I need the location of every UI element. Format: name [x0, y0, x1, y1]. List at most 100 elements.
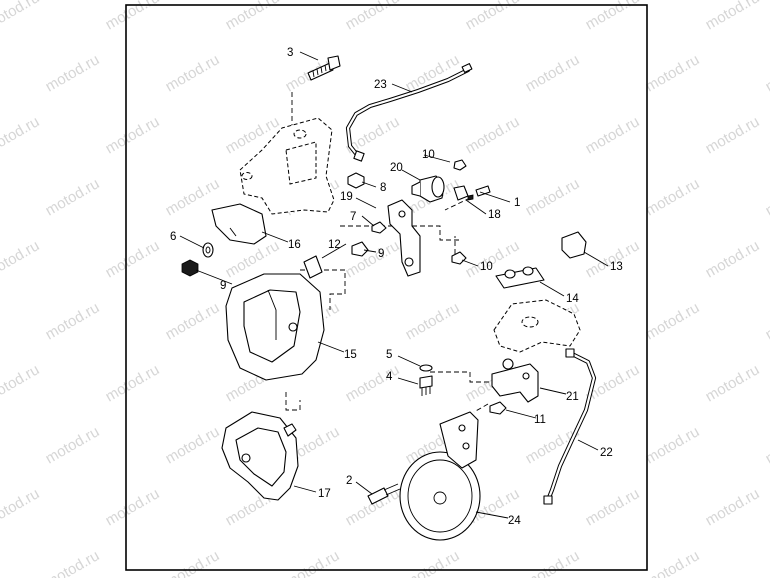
watermark-text: motod.ru: [763, 547, 770, 578]
watermark-text: motod.ru: [163, 423, 223, 467]
l-bracket-part-22: [491, 358, 539, 403]
callout-20: 19: [340, 191, 353, 203]
mounting-bracket-dashed: [239, 117, 335, 215]
callout-19: 18: [488, 209, 501, 221]
watermark-text: motod.ru: [163, 51, 223, 95]
callout-7: 7: [350, 211, 356, 223]
watermark-text: motod.ru: [583, 485, 643, 529]
watermark-text: motod.ru: [103, 237, 163, 281]
plate-bracket-part-20: [387, 199, 421, 277]
watermark-text: motod.ru: [763, 175, 770, 219]
watermark-text: motod.ru: [643, 175, 703, 219]
callout-17: 16: [288, 239, 301, 251]
wire-part-23: [543, 348, 597, 505]
callout-12: 11: [534, 414, 546, 426]
watermark-text: motod.ru: [43, 547, 103, 578]
bolt-part-4: [419, 375, 433, 396]
watermark-text: motod.ru: [703, 361, 763, 405]
callout-21: 20: [390, 162, 403, 174]
watermark-text: motod.ru: [103, 361, 163, 405]
watermark-text: motod.ru: [403, 547, 463, 578]
watermark-text: motod.ru: [103, 113, 163, 157]
horn-part-18: [221, 411, 299, 501]
watermark-text: motod.ru: [343, 237, 403, 281]
screw-part-1: [475, 185, 491, 197]
callout-4: 4: [386, 371, 393, 383]
callout-24: 23: [374, 79, 387, 91]
watermark-text: motod.ru: [703, 113, 763, 157]
callout-16: 15: [344, 349, 357, 361]
callout-3: 3: [287, 47, 293, 59]
watermark-text: motod.ru: [523, 547, 583, 578]
wire-part-24: [345, 63, 473, 162]
cap-part-14: [561, 231, 587, 259]
clip-part-19: [453, 185, 469, 201]
watermark-text: motod.ru: [643, 423, 703, 467]
nut-part-10: [451, 251, 467, 265]
watermark-text: motod.ru: [403, 299, 463, 343]
watermark-text: motod.ru: [643, 547, 703, 578]
watermark-text: motod.ru: [43, 423, 103, 467]
leader-lines: [179, 51, 609, 519]
watermark-text: motod.ru: [0, 485, 42, 529]
callout-labels: 3 23 10 20 8 1 19 18 7 6 16 12 9 10 13 9…: [170, 47, 623, 527]
callout-2: 2: [346, 475, 352, 487]
callout-18: 17: [318, 488, 331, 500]
callout-14: 13: [610, 261, 623, 273]
nut-part-12: [489, 401, 507, 415]
pin-part-19b: [467, 194, 474, 201]
callout-1: 1: [514, 197, 520, 209]
callout-6: 6: [170, 231, 176, 243]
watermark-text: motod.ru: [763, 51, 770, 95]
watermark-text: motod.ru: [163, 547, 223, 578]
watermark-text: motod.ru: [703, 237, 763, 281]
watermark-text: motod.ru: [643, 51, 703, 95]
callout-22: 21: [566, 391, 579, 403]
callout-8: 8: [380, 182, 386, 194]
bolt-part-3: [307, 55, 341, 81]
watermark-text: motod.ru: [283, 547, 343, 578]
watermark-text: motod.ru: [0, 113, 42, 157]
watermark-text: motod.ru: [523, 423, 583, 467]
watermark-text: motod.ru: [403, 51, 463, 95]
watermark-text: motod.ru: [0, 361, 42, 405]
watermark-text: motod.ru: [583, 237, 643, 281]
nut-part-11: [453, 159, 467, 171]
watermark-text: motod.ru: [583, 113, 643, 157]
watermark-text: motod.ru: [103, 485, 163, 529]
callout-15: 14: [566, 293, 579, 305]
callout-9b: 9: [378, 248, 384, 260]
drawing-frame: [125, 4, 648, 571]
callout-9a: 9: [220, 280, 226, 292]
nut-part-7: [371, 221, 387, 234]
horn-bracket-dashed: [493, 299, 581, 353]
callout-25: 24: [508, 515, 521, 527]
watermark-text: motod.ru: [343, 361, 403, 405]
acorn-nut-part-9-left: [181, 259, 199, 277]
watermark-text: motod.ru: [0, 0, 42, 33]
watermark-text: motod.ru: [523, 175, 583, 219]
nut-part-8: [347, 172, 365, 189]
spacer-part-13: [303, 255, 323, 279]
watermark-text: motod.ru: [763, 423, 770, 467]
watermark-text: motod.ru: [763, 299, 770, 343]
watermark-text: motod.ru: [703, 0, 763, 33]
callout-5: 5: [386, 349, 392, 361]
horn-cover-part-16: [225, 273, 325, 381]
watermark-text: motod.ru: [463, 113, 523, 157]
relay-part-21: [411, 175, 445, 203]
watermark-text: motod.ru: [643, 299, 703, 343]
washer-part-6: [202, 242, 214, 258]
bolt-part-2: [367, 483, 401, 505]
watermark-text: motod.ru: [0, 237, 42, 281]
callout-10: 10: [480, 261, 493, 273]
callout-23: 22: [600, 447, 613, 459]
watermark-text: motod.ru: [43, 51, 103, 95]
watermark-text: motod.ru: [43, 299, 103, 343]
terminal-block-part-15: [495, 266, 545, 289]
disc-horn-part-25: [399, 411, 481, 541]
nut-part-9-mid: [351, 241, 369, 257]
callout-13: 12: [328, 239, 341, 251]
cover-plate-part-17: [211, 203, 267, 245]
